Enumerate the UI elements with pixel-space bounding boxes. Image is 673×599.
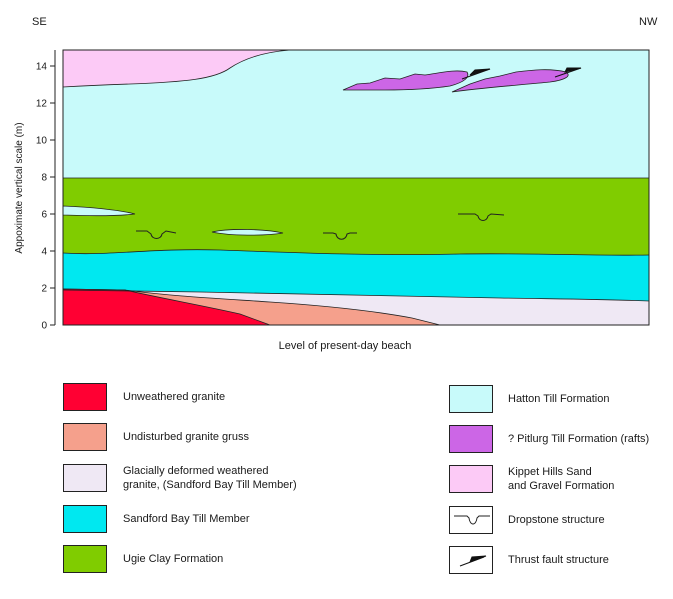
se-direction-label: SE (32, 16, 47, 28)
dropstone-icon (449, 506, 493, 534)
y-axis-label: Appoximate vertical scale (m) (14, 122, 25, 253)
legend-label: Hatton Till Formation (508, 393, 610, 405)
thrust-fault-marks (461, 67, 582, 80)
y-tick-label: 10 (36, 136, 48, 147)
hatton-till-swatch (449, 385, 493, 413)
legend-label: ? Pitlurg Till Formation (rafts) (508, 433, 650, 445)
y-tick-label: 8 (41, 173, 47, 184)
kippet-hills-unit (62, 49, 291, 88)
y-tick-label: 0 (41, 321, 47, 332)
y-tick-label: 6 (41, 210, 47, 221)
granite-gruss-swatch (63, 423, 107, 451)
sandford-bay-till-unit (63, 249, 649, 301)
unweathered-granite-swatch (63, 383, 107, 411)
deformed-granite-swatch (63, 464, 107, 492)
legend-label: Dropstone structure (508, 514, 605, 526)
plot-frame (62, 49, 650, 326)
thrust-fault-icon (449, 546, 493, 574)
legend-label: Undisturbed granite gruss (123, 431, 249, 443)
hatton-lens-middle (211, 229, 284, 236)
unweathered-granite-unit (62, 288, 271, 326)
y-tick-label: 12 (36, 99, 48, 110)
pitlurg-till-swatch (449, 425, 493, 453)
nw-direction-label: NW (639, 16, 658, 28)
hatton-lens-left (62, 205, 136, 217)
pitlurg-raft-left (342, 70, 469, 91)
y-tick-label: 4 (41, 247, 47, 258)
y-tick-label: 14 (36, 62, 48, 73)
y-tick-label: 2 (41, 284, 47, 295)
cross-section-diagram: 0 2 4 6 8 10 12 14 Appoximate vertical scale (m… (14, 16, 658, 352)
y-axis: 0 2 4 6 8 10 12 14 (36, 50, 56, 332)
sandford-bay-till-swatch (63, 505, 107, 533)
legend-label: Unweathered granite (123, 391, 226, 403)
legend-label: Kippet Hills Sand and Gravel Formation (508, 466, 615, 492)
legend-label: Thrust fault structure (508, 554, 609, 566)
y-axis-ticks: 0 2 4 6 8 10 12 14 (36, 62, 55, 332)
ugie-clay-swatch (63, 545, 107, 573)
dropstone-structures (136, 213, 505, 240)
legend-label: Ugie Clay Formation (123, 553, 224, 565)
kippet-hills-swatch (449, 465, 493, 493)
ugie-clay-unit (63, 178, 649, 256)
legend-label: Glacially deformed weathered granite, (S… (123, 465, 297, 491)
x-axis-label: Level of present-day beach (279, 340, 412, 352)
legend-label: Sandford Bay Till Member (123, 513, 250, 525)
pitlurg-raft-right (451, 69, 569, 93)
